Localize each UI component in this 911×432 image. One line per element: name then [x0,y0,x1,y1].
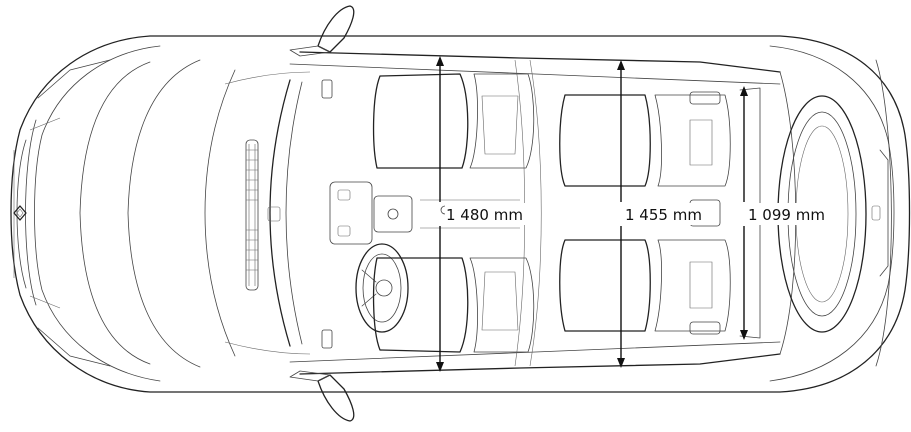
car-body-outline [10,35,911,393]
front-width-label: 1 480 mm [446,206,523,224]
left-mirror [289,5,355,57]
front-width-arrow [436,56,444,372]
windscreen-wipers [245,139,259,291]
bonnet [79,61,311,365]
rear-width-label: 1 455 mm [625,206,702,224]
front-grille [13,59,111,367]
boot-width-label: 1 099 mm [748,206,825,224]
brand-logo-icon [13,205,27,221]
rear-seat-right [559,239,731,332]
rear-light [871,149,889,277]
right-mirror [289,370,355,422]
rear-width-arrow [617,60,625,368]
steering-wheel [355,243,409,333]
dashboard [267,79,333,349]
passenger-seat [372,73,535,169]
dimension-labels: 1 480 mm 1 455 mm 1 099 mm [445,203,829,225]
boot-width-arrow [740,86,748,340]
rear-seat-left [559,94,731,187]
driver-seat [372,257,535,353]
